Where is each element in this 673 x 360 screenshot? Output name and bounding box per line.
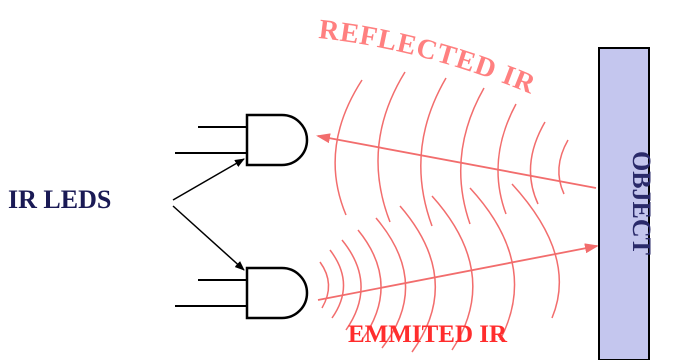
led-top	[175, 113, 309, 167]
object-label: OBJECT	[627, 151, 656, 255]
led-shape-icon	[245, 266, 309, 320]
led-shape-icon	[245, 113, 309, 167]
emitted-ir-label: EMMITED IR	[348, 321, 508, 348]
object-box	[598, 47, 650, 360]
reflected-ir-label: REFLECTED IR	[317, 14, 540, 101]
pointer-arrow-bottom	[172, 205, 245, 271]
emitted-beam-arrow	[317, 243, 599, 301]
ir-leds-label: IR LEDS	[8, 185, 111, 214]
led-bottom	[175, 266, 309, 320]
reflected-beam-arrow	[316, 133, 597, 189]
reflected-waves	[334, 71, 569, 227]
pointer-arrow-top	[172, 158, 245, 201]
